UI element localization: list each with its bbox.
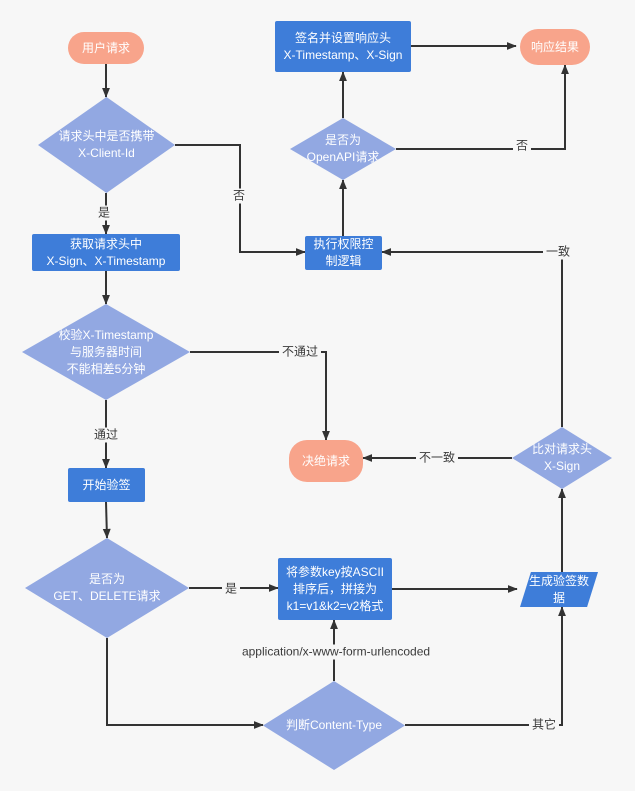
- edge-verify-to-getdelete: [102, 501, 111, 539]
- node-sort-params: 将参数key按ASCII 排序后，拼接为 k1=v1&k2=v2格式: [278, 558, 392, 620]
- node-get-headers-label: X-Sign、X-Timestamp: [46, 253, 166, 268]
- edge-compare-same-auth: [381, 248, 563, 427]
- edge-openapi-no-result: [396, 64, 569, 150]
- node-user-request: 用户请求: [68, 32, 144, 64]
- label-yes-clientid: 是: [94, 205, 114, 221]
- node-gen-sign-data: 生成验签数据: [520, 572, 598, 607]
- label-not-same: 不一致: [415, 450, 459, 466]
- node-check-client-id-label: X-Client-Id: [78, 146, 135, 160]
- node-response-result: 响应结果: [520, 29, 590, 65]
- node-compare-sign-label: 比对请求头: [531, 442, 592, 456]
- label-form-urlencoded: application/x-www-form-urlencoded: [238, 644, 434, 660]
- node-check-client-id-label: 请求头中是否携带: [58, 129, 155, 143]
- node-get-headers: 获取请求头中 X-Sign、X-Timestamp: [32, 234, 180, 271]
- node-check-openapi-label: OpenAPI请求: [306, 150, 380, 164]
- label-no-clientid: 否: [229, 188, 249, 204]
- node-get-headers-label: 获取请求头中: [69, 236, 142, 251]
- edge-getdelete-no-contenttype: [106, 638, 264, 729]
- node-sort-params-label: k1=v1&k2=v2格式: [286, 598, 384, 613]
- label-same: 一致: [542, 244, 574, 260]
- node-sign-response: 签名并设置响应头 X-Timestamp、X-Sign: [275, 21, 411, 72]
- node-gen-sign-data-label: 据: [552, 590, 565, 605]
- node-compare-sign-label: X-Sign: [543, 459, 581, 473]
- node-check-get-delete-label: 是否为: [88, 572, 125, 586]
- node-reject-request: 决绝请求: [289, 440, 363, 482]
- node-auth-logic: 执行权限控制逻辑: [305, 236, 382, 270]
- node-check-openapi-label: 是否为: [324, 133, 361, 147]
- node-check-content-type-label: 判断Content-Type: [285, 718, 383, 732]
- node-auth-logic-label: 制逻辑: [325, 254, 362, 268]
- label-fail: 不通过: [278, 344, 322, 360]
- node-reject-request-label: 决绝请求: [301, 453, 350, 468]
- node-sort-params-label: 将参数key按ASCII: [285, 564, 385, 579]
- node-verify-timestamp-label: 不能相差5分钟: [66, 361, 146, 376]
- node-start-verify-label: 开始验签: [82, 477, 131, 492]
- node-sign-response-label: 签名并设置响应头: [294, 30, 391, 45]
- label-pass: 通过: [90, 427, 122, 443]
- node-verify-timestamp-label: 与服务器时间: [69, 344, 142, 359]
- node-auth-logic-label: 执行权限控: [313, 237, 374, 251]
- label-yes-getdelete: 是: [221, 581, 241, 597]
- node-user-request-label: 用户请求: [81, 40, 130, 55]
- node-sort-params-label: 排序后，拼接为: [292, 581, 377, 596]
- node-gen-sign-data-label: 生成验签数: [528, 573, 589, 588]
- label-other: 其它: [528, 717, 560, 733]
- edge-contenttype-other-gen: [405, 606, 566, 726]
- node-response-result-label: 响应结果: [530, 39, 579, 54]
- node-sign-response-label: X-Timestamp、X-Sign: [283, 47, 403, 62]
- node-check-get-delete-label: GET、DELETE请求: [53, 589, 161, 603]
- label-no-openapi: 否: [512, 138, 532, 154]
- edge-timestamp-fail-reject: [190, 351, 330, 441]
- node-verify-timestamp-label: 校验X-Timestamp: [58, 327, 154, 342]
- node-start-verify: 开始验签: [68, 468, 145, 502]
